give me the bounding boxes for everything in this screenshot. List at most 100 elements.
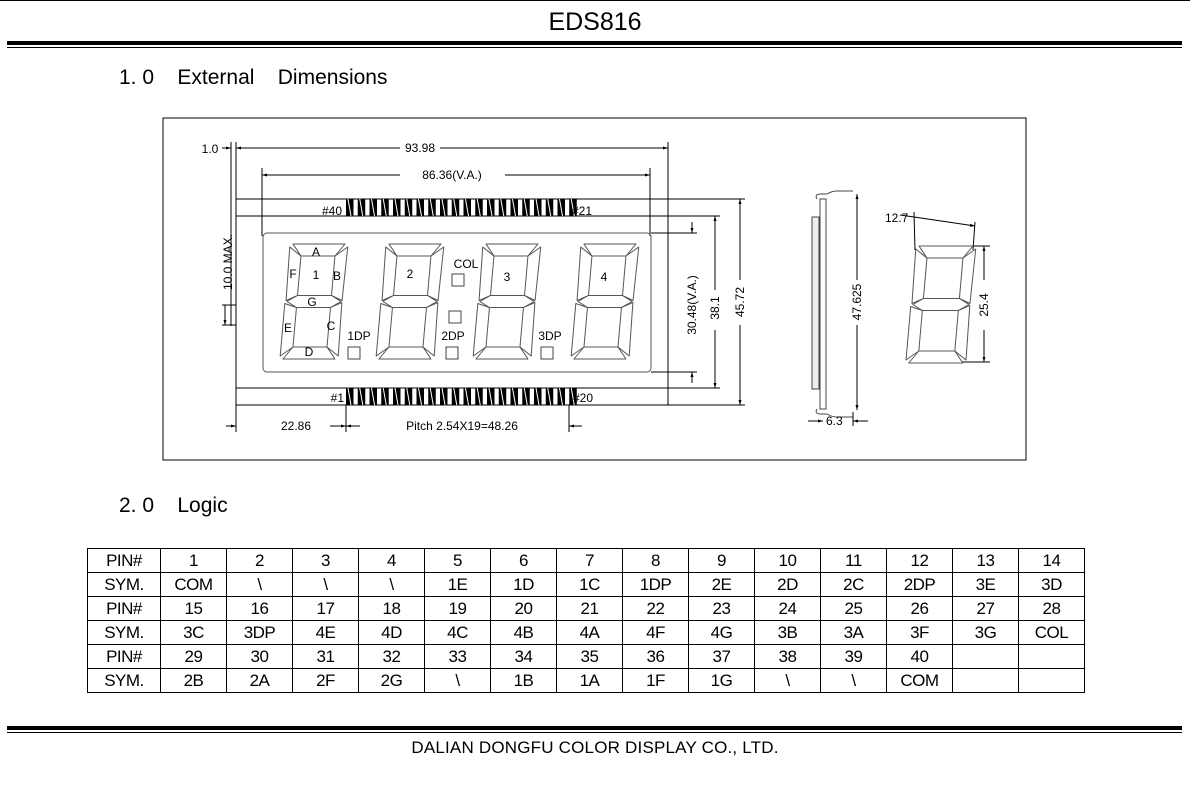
dim-pin-rows: 38.1 bbox=[708, 296, 722, 320]
dim-char-width: 12.7 bbox=[885, 211, 909, 225]
pin-number-cell: 29 bbox=[160, 644, 227, 669]
pin-number-cell: 38 bbox=[754, 644, 821, 669]
symbol-cell: 2A bbox=[226, 668, 293, 693]
symbol-cell: 4G bbox=[688, 620, 755, 645]
pin-number-cell: 1 bbox=[160, 548, 227, 573]
segment-label-g: G bbox=[307, 295, 316, 309]
pin-number-cell: 24 bbox=[754, 596, 821, 621]
symbol-cell: 3D bbox=[1018, 572, 1085, 597]
side-view bbox=[808, 190, 868, 426]
pin-number-cell: 21 bbox=[556, 596, 623, 621]
symbol-cell: 1C bbox=[556, 572, 623, 597]
symbol-cell: 4A bbox=[556, 620, 623, 645]
footer-rule-thin bbox=[7, 732, 1182, 733]
digit-label-4: 4 bbox=[601, 270, 608, 284]
pin-number-cell: 33 bbox=[424, 644, 491, 669]
pin-number-cell bbox=[1018, 644, 1085, 669]
char-dimension-digit bbox=[905, 245, 977, 364]
segment-g bbox=[912, 298, 970, 311]
segment-label-a: A bbox=[312, 245, 320, 259]
pin-number-cell: 30 bbox=[226, 644, 293, 669]
digit-2 bbox=[375, 243, 445, 360]
symbol-cell: 1B bbox=[490, 668, 557, 693]
pin-number-cell: 4 bbox=[358, 548, 425, 573]
symbol-cell: COM bbox=[160, 572, 227, 597]
segment-c bbox=[519, 302, 536, 357]
dim-overall-width: 93.98 bbox=[405, 141, 435, 155]
pin-number-cell: 32 bbox=[358, 644, 425, 669]
digit-1 bbox=[279, 243, 349, 360]
pin-number-cell: 18 bbox=[358, 596, 425, 621]
pin-number-cell: 40 bbox=[886, 644, 953, 669]
segment-f bbox=[576, 246, 593, 301]
segment-d bbox=[378, 346, 432, 360]
digit-label-3: 3 bbox=[504, 270, 511, 284]
symbol-cell: \ bbox=[424, 668, 491, 693]
segment-f bbox=[911, 248, 928, 304]
symbol-cell bbox=[952, 668, 1019, 693]
symbol-cell: COM bbox=[886, 668, 953, 693]
symbol-cell: 1F bbox=[622, 668, 689, 693]
symbol-cell: 3F bbox=[886, 620, 953, 645]
pin-number-cell: 35 bbox=[556, 644, 623, 669]
dp3-dot bbox=[540, 346, 554, 360]
pin-40-label: #40 bbox=[322, 204, 342, 218]
segment-d bbox=[282, 346, 336, 360]
symbol-cell: 2E bbox=[688, 572, 755, 597]
symbol-cell: 4B bbox=[490, 620, 557, 645]
symbol-cell: 1DP bbox=[622, 572, 689, 597]
pin-number-cell: 7 bbox=[556, 548, 623, 573]
symbol-cell bbox=[1018, 668, 1085, 693]
dp1-dot bbox=[347, 346, 361, 360]
col-lower-dot bbox=[448, 310, 462, 324]
symbol-cell: 3B bbox=[754, 620, 821, 645]
row-header: SYM. bbox=[87, 620, 161, 645]
dp2-dot bbox=[445, 346, 459, 360]
pin-number-cell: 2 bbox=[226, 548, 293, 573]
digit-label-1: 1 bbox=[313, 268, 320, 282]
section-heading-external: 1. 0 External Dimensions bbox=[119, 66, 387, 90]
pin-number-cell: 5 bbox=[424, 548, 491, 573]
dim-thickness: 1.0 bbox=[202, 142, 219, 156]
pin-number-cell: 11 bbox=[820, 548, 887, 573]
row-header: PIN# bbox=[87, 548, 161, 573]
dp1-label: 1DP bbox=[347, 329, 370, 343]
symbol-cell: \ bbox=[226, 572, 293, 597]
pin-strips bbox=[346, 198, 577, 406]
pin-number-cell: 31 bbox=[292, 644, 359, 669]
symbol-cell: 1A bbox=[556, 668, 623, 693]
symbol-cell: 1E bbox=[424, 572, 491, 597]
dp2-label: 2DP bbox=[441, 329, 464, 343]
segment-f bbox=[381, 246, 398, 301]
digit-label-2: 2 bbox=[407, 267, 414, 281]
header-rule-thin bbox=[7, 47, 1182, 48]
symbol-cell: 3G bbox=[952, 620, 1019, 645]
company-footer: DALIAN DONGFU COLOR DISPLAY CO., LTD. bbox=[411, 738, 779, 757]
pin-number-cell: 13 bbox=[952, 548, 1019, 573]
dim-char-height: 25.4 bbox=[977, 293, 991, 317]
symbol-cell: 3C bbox=[160, 620, 227, 645]
symbol-cell: \ bbox=[754, 668, 821, 693]
segment-d bbox=[475, 346, 529, 360]
segment-g bbox=[577, 295, 633, 308]
pin-number-cell: 15 bbox=[160, 596, 227, 621]
pin-number-cell: 3 bbox=[292, 548, 359, 573]
col-label: COL bbox=[454, 257, 479, 271]
row-header: SYM. bbox=[87, 572, 161, 597]
pin-number-cell: 19 bbox=[424, 596, 491, 621]
footer-rule-thick bbox=[7, 726, 1182, 730]
seven-segment-digits bbox=[279, 243, 640, 360]
dp3-label: 3DP bbox=[538, 329, 561, 343]
symbol-cell: \ bbox=[358, 572, 425, 597]
segment-d bbox=[908, 350, 964, 364]
pin-21-label: #21 bbox=[572, 204, 592, 218]
header-rule-thick bbox=[7, 41, 1182, 45]
col-upper-dot bbox=[451, 273, 465, 287]
segment-c bbox=[422, 302, 439, 357]
document-title: EDS816 bbox=[548, 8, 642, 36]
segment-label-c: C bbox=[327, 319, 336, 333]
symbol-cell: 2G bbox=[358, 668, 425, 693]
